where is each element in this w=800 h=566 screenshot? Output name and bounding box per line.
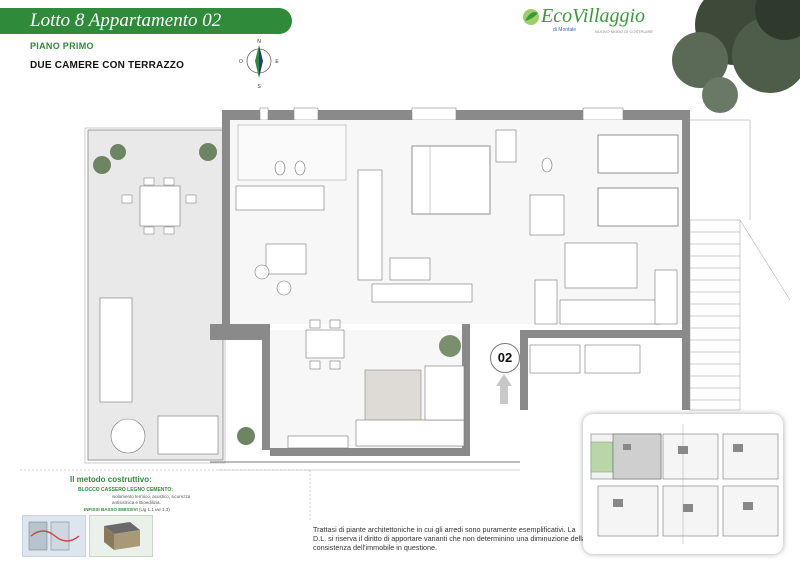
block-description: isolamento termico, acustico, sicurezza … xyxy=(112,494,191,505)
tree-icon xyxy=(672,0,800,113)
terrace-sofa xyxy=(99,297,133,403)
dining-table xyxy=(305,329,345,359)
terrace xyxy=(87,129,224,461)
block-cross-section-image xyxy=(22,515,86,557)
single-bed xyxy=(597,187,679,227)
logo-location: di Montale xyxy=(553,27,577,33)
ecovillaggio-logo: EcoVillaggio di Montale NUOVO MODO DI CO… xyxy=(521,5,656,39)
sofa xyxy=(355,419,465,447)
kitchen-counter xyxy=(235,185,325,211)
stairs xyxy=(689,119,791,411)
plant-icon xyxy=(439,335,461,357)
rug xyxy=(364,369,422,423)
single-bed xyxy=(597,134,679,174)
terrace-table xyxy=(139,185,181,227)
logo-leaf-icon xyxy=(523,9,539,25)
disclaimer-text: Trattasi di piante architettoniche in cu… xyxy=(313,525,586,552)
unit-number-badge: 02 xyxy=(490,343,520,373)
logo-tagline: NUOVO MODO DI COSTRUIRE xyxy=(595,29,654,34)
compass-east: E xyxy=(275,59,279,65)
insulated-block-image xyxy=(89,515,153,557)
key-plan xyxy=(583,414,783,554)
floor-label: PIANO PRIMO xyxy=(30,41,94,51)
compass-rose-icon: N S E O xyxy=(237,36,281,90)
page-title: Lotto 8 Appartamento 02 xyxy=(30,10,222,31)
windows-title: INFISSI BASSO EMISSIVI xyxy=(84,507,138,512)
desk xyxy=(564,242,638,289)
compass-south: S xyxy=(257,84,261,90)
logo-name: EcoVillaggio xyxy=(541,5,646,27)
compass-north: N xyxy=(257,39,261,45)
windows-spec: INFISSI BASSO EMISSIVI (Ug 1,1 uw 1,3) xyxy=(84,507,170,512)
block-title: BLOCCO CASSERO LEGNO CEMENTO: xyxy=(78,487,173,493)
plant-icon xyxy=(93,143,255,445)
double-bed xyxy=(411,145,491,215)
windows-desc: (Ug 1,1 uw 1,3) xyxy=(139,507,170,512)
compass-west: O xyxy=(239,59,243,65)
entrance-arrow-icon xyxy=(496,374,512,404)
title-bar xyxy=(0,8,292,34)
apartment-description: DUE CAMERE CON TERRAZZO xyxy=(30,60,185,71)
method-title: Il metodo costruttivo: xyxy=(70,475,152,484)
